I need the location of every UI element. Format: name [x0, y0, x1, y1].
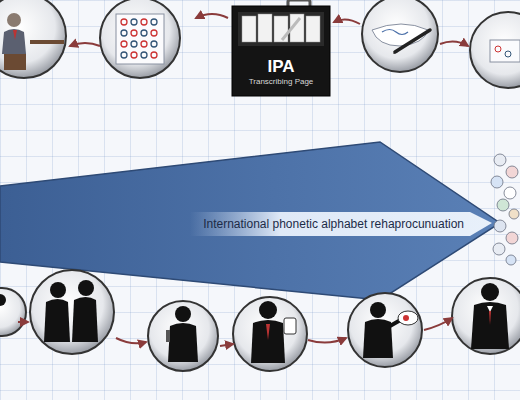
- briefcase-label: IPATranscribing Page: [232, 50, 330, 94]
- arrow-band: International phonetic alphabet rehaproc…: [0, 186, 500, 262]
- symbol-cluster: [491, 154, 519, 265]
- node-subtitle: Transcribing Page: [249, 77, 314, 87]
- scene-circle: [0, 270, 520, 371]
- scene-circle: [100, 0, 180, 78]
- scene-circle: [362, 0, 438, 72]
- flow-arrow: [70, 14, 468, 46]
- ipa-briefcase: [232, 0, 330, 96]
- scene-circle: [0, 0, 66, 78]
- node-title: IPA: [267, 57, 294, 77]
- scene-circle: [470, 12, 520, 88]
- flow-arrow: [18, 318, 452, 346]
- node-title: International phonetic alphabet rehaproc…: [203, 217, 464, 231]
- person-figure: [0, 280, 509, 363]
